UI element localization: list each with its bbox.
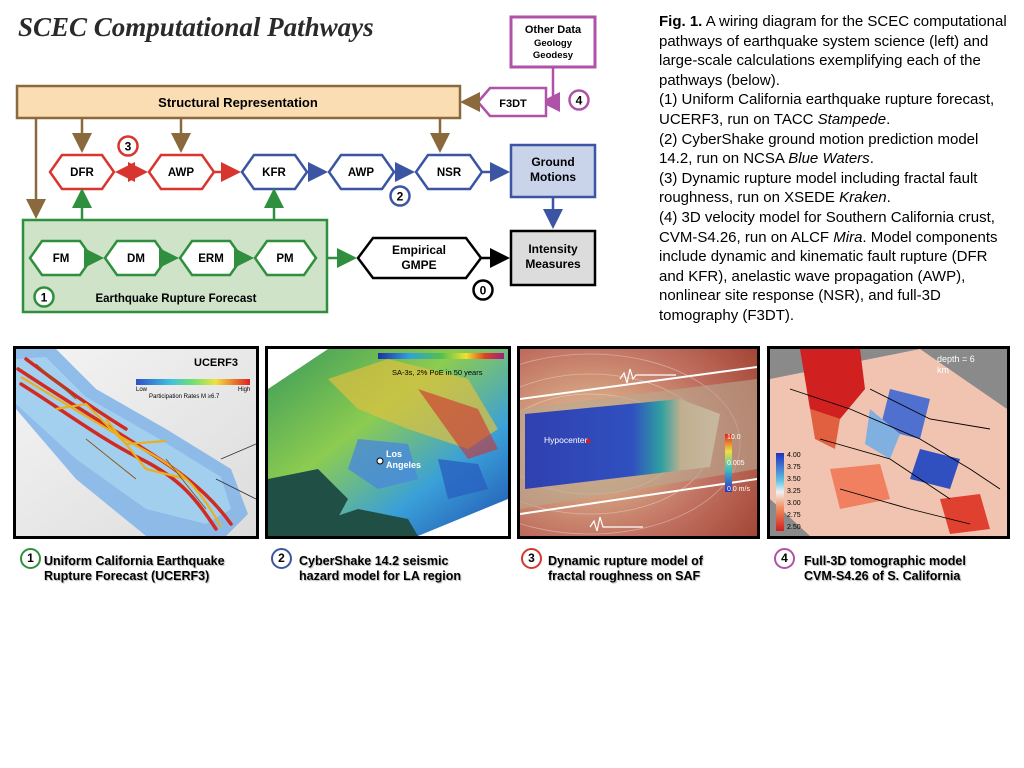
panel-cybershake: SA-3s, 2% PoE in 50 years Los Angeles	[265, 346, 511, 539]
svg-text:Measures: Measures	[525, 257, 581, 271]
tomography-map	[770, 349, 1007, 536]
svg-text:3: 3	[125, 140, 132, 154]
kfr-label: KFR	[262, 167, 286, 179]
panel-ucerf3: UCERF3 Low High Participation Rates M ≥6…	[13, 346, 259, 539]
svg-text:2: 2	[397, 190, 404, 204]
depth-label-1: depth = 6	[937, 354, 975, 364]
badge-3: 3	[117, 135, 139, 157]
arrow-otherdata-f3dt	[540, 67, 560, 112]
structural-label: Structural Representation	[158, 95, 318, 110]
velocity-tick-label: 3.50	[787, 476, 801, 483]
panel-badge-2: 2	[271, 548, 292, 569]
dfr-node: DFR	[48, 153, 116, 191]
svg-text:PM: PM	[276, 253, 293, 265]
awp1-label: AWP	[168, 167, 195, 179]
badge-4: 4	[568, 89, 590, 111]
panel-tomography: depth = 6 km 4.00 3.75 3.50 3.25 3.00 2.75 2.5…	[767, 346, 1010, 539]
nsr-node: NSR	[414, 153, 484, 191]
cybershake-map	[268, 349, 508, 536]
hypocenter-label: Hypocenter	[544, 435, 588, 445]
scale-mid: 0.005	[727, 460, 745, 467]
badge-0: 0	[472, 279, 494, 301]
velocity-tick-label: 3.00	[787, 500, 801, 507]
velocity-tick-label: 2.50	[787, 524, 801, 531]
fig-number: Fig. 1.	[659, 13, 703, 30]
panel-badge-3: 3	[521, 548, 542, 569]
ucerf3-legend: Participation Rates M ≥6.7	[149, 394, 220, 400]
scale-min: 0.0 m/s	[727, 486, 750, 493]
svg-text:Intensity: Intensity	[528, 242, 578, 256]
svg-text:Ground: Ground	[531, 155, 574, 169]
empirical-gmpe-node: Empirical GMPE	[356, 236, 483, 280]
ucerf3-low: Low	[136, 387, 148, 393]
badge-2: 2	[389, 185, 411, 207]
svg-text:DM: DM	[127, 253, 145, 265]
velocity-tick-label: 3.75	[787, 464, 801, 471]
erm-node: ERM	[178, 239, 244, 277]
intensity-measures-box: Intensity Measures	[509, 229, 597, 287]
awp2-label: AWP	[348, 167, 375, 179]
figure-caption: Fig. 1. A wiring diagram for the SCEC co…	[659, 12, 1015, 326]
svg-text:FM: FM	[53, 253, 70, 265]
ucerf3-map	[16, 349, 256, 536]
other-data-line1: Geology	[534, 38, 573, 49]
svg-text:GMPE: GMPE	[401, 258, 436, 272]
svg-text:Motions: Motions	[530, 170, 576, 184]
caption-item-2: (2) CyberShake ground motion prediction …	[659, 130, 979, 168]
svg-text:ERM: ERM	[198, 253, 224, 265]
depth-label-2: km	[937, 365, 949, 375]
caption-item-3: (3) Dynamic rupture model including frac…	[659, 169, 978, 207]
panel-badge-1: 1	[20, 548, 41, 569]
wiring-diagram: Other Data Geology Geodesy Structural Re…	[15, 15, 597, 314]
svg-text:0: 0	[480, 284, 487, 298]
svg-text:Empirical: Empirical	[392, 243, 446, 257]
panel-dynamic-rupture: Hypocenter 10.0 0.005 0.0 m/s	[517, 346, 760, 539]
fm-node: FM	[28, 239, 94, 277]
dm-node: DM	[103, 239, 169, 277]
other-data-line2: Geodesy	[533, 50, 574, 61]
velocity-tick-label: 4.00	[787, 452, 801, 459]
other-data-box: Other Data Geology Geodesy	[509, 15, 597, 69]
caption-intro: Fig. 1. A wiring diagram for the SCEC co…	[659, 13, 1007, 89]
other-data-title: Other Data	[525, 24, 582, 36]
dfr-label: DFR	[70, 167, 94, 179]
badge-1: 1	[33, 286, 55, 308]
ucerf3-tag: UCERF3	[194, 357, 239, 369]
caption-item-1: (1) Uniform California earthquake ruptur…	[659, 91, 995, 128]
panel-badge-4: 4	[774, 548, 795, 569]
awp1-node: AWP	[147, 153, 216, 191]
nsr-label: NSR	[437, 167, 462, 179]
structural-representation-box: Structural Representation	[15, 84, 462, 120]
svg-text:1: 1	[41, 291, 48, 305]
velocity-tick-label: 3.25	[787, 488, 801, 495]
f3dt-node: F3DT	[476, 86, 548, 118]
dynamic-rupture-plot	[520, 349, 757, 536]
velocity-tick-label: 2.75	[787, 512, 801, 519]
page-title: SCEC Computational Pathways	[18, 12, 374, 42]
forecast-label: Earthquake Rupture Forecast	[95, 293, 256, 305]
city-los: Los	[386, 449, 403, 459]
caption-item-4: (4) 3D velocity model for Southern Calif…	[659, 208, 998, 324]
city-angeles: Angeles	[386, 460, 422, 470]
cybershake-legend: SA-3s, 2% PoE in 50 years	[392, 368, 483, 377]
scale-max: 10.0	[727, 434, 741, 441]
svg-text:4: 4	[576, 94, 583, 108]
kfr-node: KFR	[240, 153, 309, 191]
awp2-node: AWP	[327, 153, 396, 191]
ground-motions-box: Ground Motions	[509, 143, 597, 199]
f3dt-label: F3DT	[499, 98, 527, 110]
ucerf3-high: High	[238, 387, 251, 393]
pm-node: PM	[253, 239, 318, 277]
